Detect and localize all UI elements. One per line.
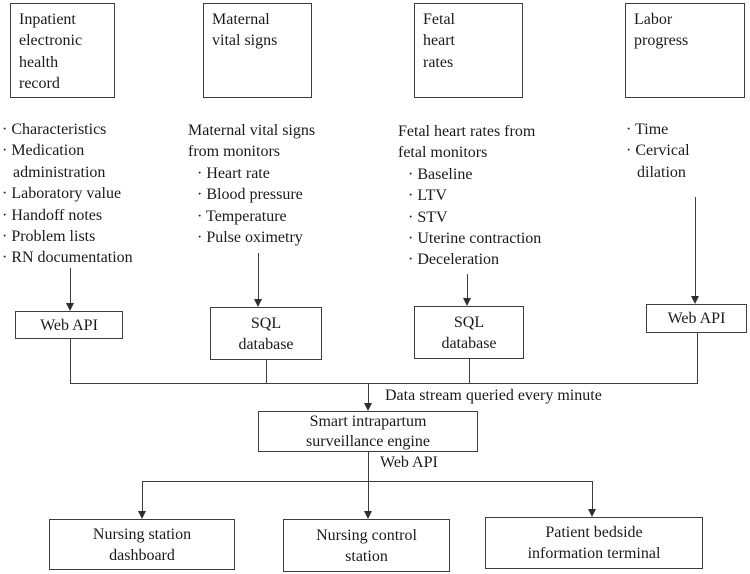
- source-box-maternal-vital-signs: Maternal vital signs: [203, 3, 312, 98]
- output-box-patient-bedside-terminal: Patient bedside information terminal: [485, 517, 703, 569]
- connector-line: [368, 383, 369, 403]
- list-item: · Handoff notes: [2, 206, 103, 224]
- connector-line: [469, 359, 470, 383]
- list-item: · Problem lists: [2, 228, 96, 246]
- connector-line: [70, 339, 71, 383]
- connector-line: [695, 197, 696, 297]
- connector-line: [266, 360, 267, 383]
- list-item: · Baseline: [408, 165, 473, 183]
- connector-line: [368, 451, 369, 481]
- arrowhead-down: [463, 298, 471, 306]
- source-box-labor-progress: Labor progress: [625, 3, 745, 98]
- maternal-vitals-detail-list: Maternal vital signs from monitors · Hea…: [188, 120, 368, 248]
- list-heading: Fetal heart rates from fetal monitors: [398, 123, 536, 162]
- list-item: · Medication administration: [2, 142, 106, 181]
- engine-web-api-label: Web API: [380, 454, 438, 471]
- connector-line: [368, 481, 369, 511]
- list-item: · Heart rate: [197, 164, 270, 182]
- list-item: · Pulse oximetry: [197, 229, 303, 247]
- list-item: · Blood pressure: [197, 186, 303, 204]
- output-box-nursing-control-station: Nursing control station: [283, 519, 450, 572]
- stream-frequency-label: Data stream queried every minute: [385, 387, 602, 404]
- arrowhead-down: [364, 511, 372, 519]
- list-item: · Laboratory value: [2, 185, 122, 203]
- list-item: · STV: [408, 208, 448, 226]
- labor-progress-detail-list: · Time · Cervical dilation: [626, 119, 726, 183]
- arrowhead-down: [364, 403, 372, 411]
- list-item: · RN documentation: [2, 249, 133, 267]
- list-item: · Uterine contraction: [408, 230, 542, 248]
- connector-line: [467, 274, 468, 299]
- interface-box-web-api-2: Web API: [646, 304, 747, 333]
- list-item: · Characteristics: [2, 121, 107, 138]
- list-item: · Time: [626, 121, 669, 138]
- list-item: · Temperature: [197, 207, 287, 225]
- arrowhead-down: [138, 511, 146, 519]
- interface-box-sql-database-2: SQL database: [414, 306, 524, 359]
- arrowhead-down: [588, 509, 596, 517]
- source-box-fetal-heart-rates: Fetal heart rates: [414, 3, 523, 98]
- source-box-inpatient-ehr: Inpatient electronic health record: [10, 3, 115, 98]
- arrowhead-down: [254, 299, 262, 307]
- list-heading: Maternal vital signs from monitors: [188, 122, 316, 161]
- connector-line: [697, 333, 698, 383]
- fetal-hr-detail-list: Fetal heart rates from fetal monitors · …: [398, 121, 578, 271]
- output-box-nursing-station-dashboard: Nursing station dashboard: [49, 519, 235, 570]
- list-item: · LTV: [408, 187, 447, 205]
- branch-line: [142, 481, 593, 482]
- connector-line: [592, 481, 593, 509]
- interface-box-sql-database-1: SQL database: [210, 307, 322, 360]
- list-item: · Cervical dilation: [626, 142, 690, 181]
- interface-box-web-api-1: Web API: [15, 311, 123, 339]
- ehr-detail-list: · Characteristics · Medication administr…: [2, 119, 162, 269]
- list-item: · Deceleration: [408, 251, 500, 269]
- connector-line: [142, 481, 143, 511]
- arrowhead-down: [66, 303, 74, 311]
- engine-box-smart-intrapartum-surveillance: Smart intrapartum surveillance engine: [258, 411, 478, 452]
- connector-line: [70, 268, 71, 304]
- arrowhead-down: [691, 296, 699, 304]
- connector-line: [258, 253, 259, 300]
- bus-line: [70, 383, 698, 384]
